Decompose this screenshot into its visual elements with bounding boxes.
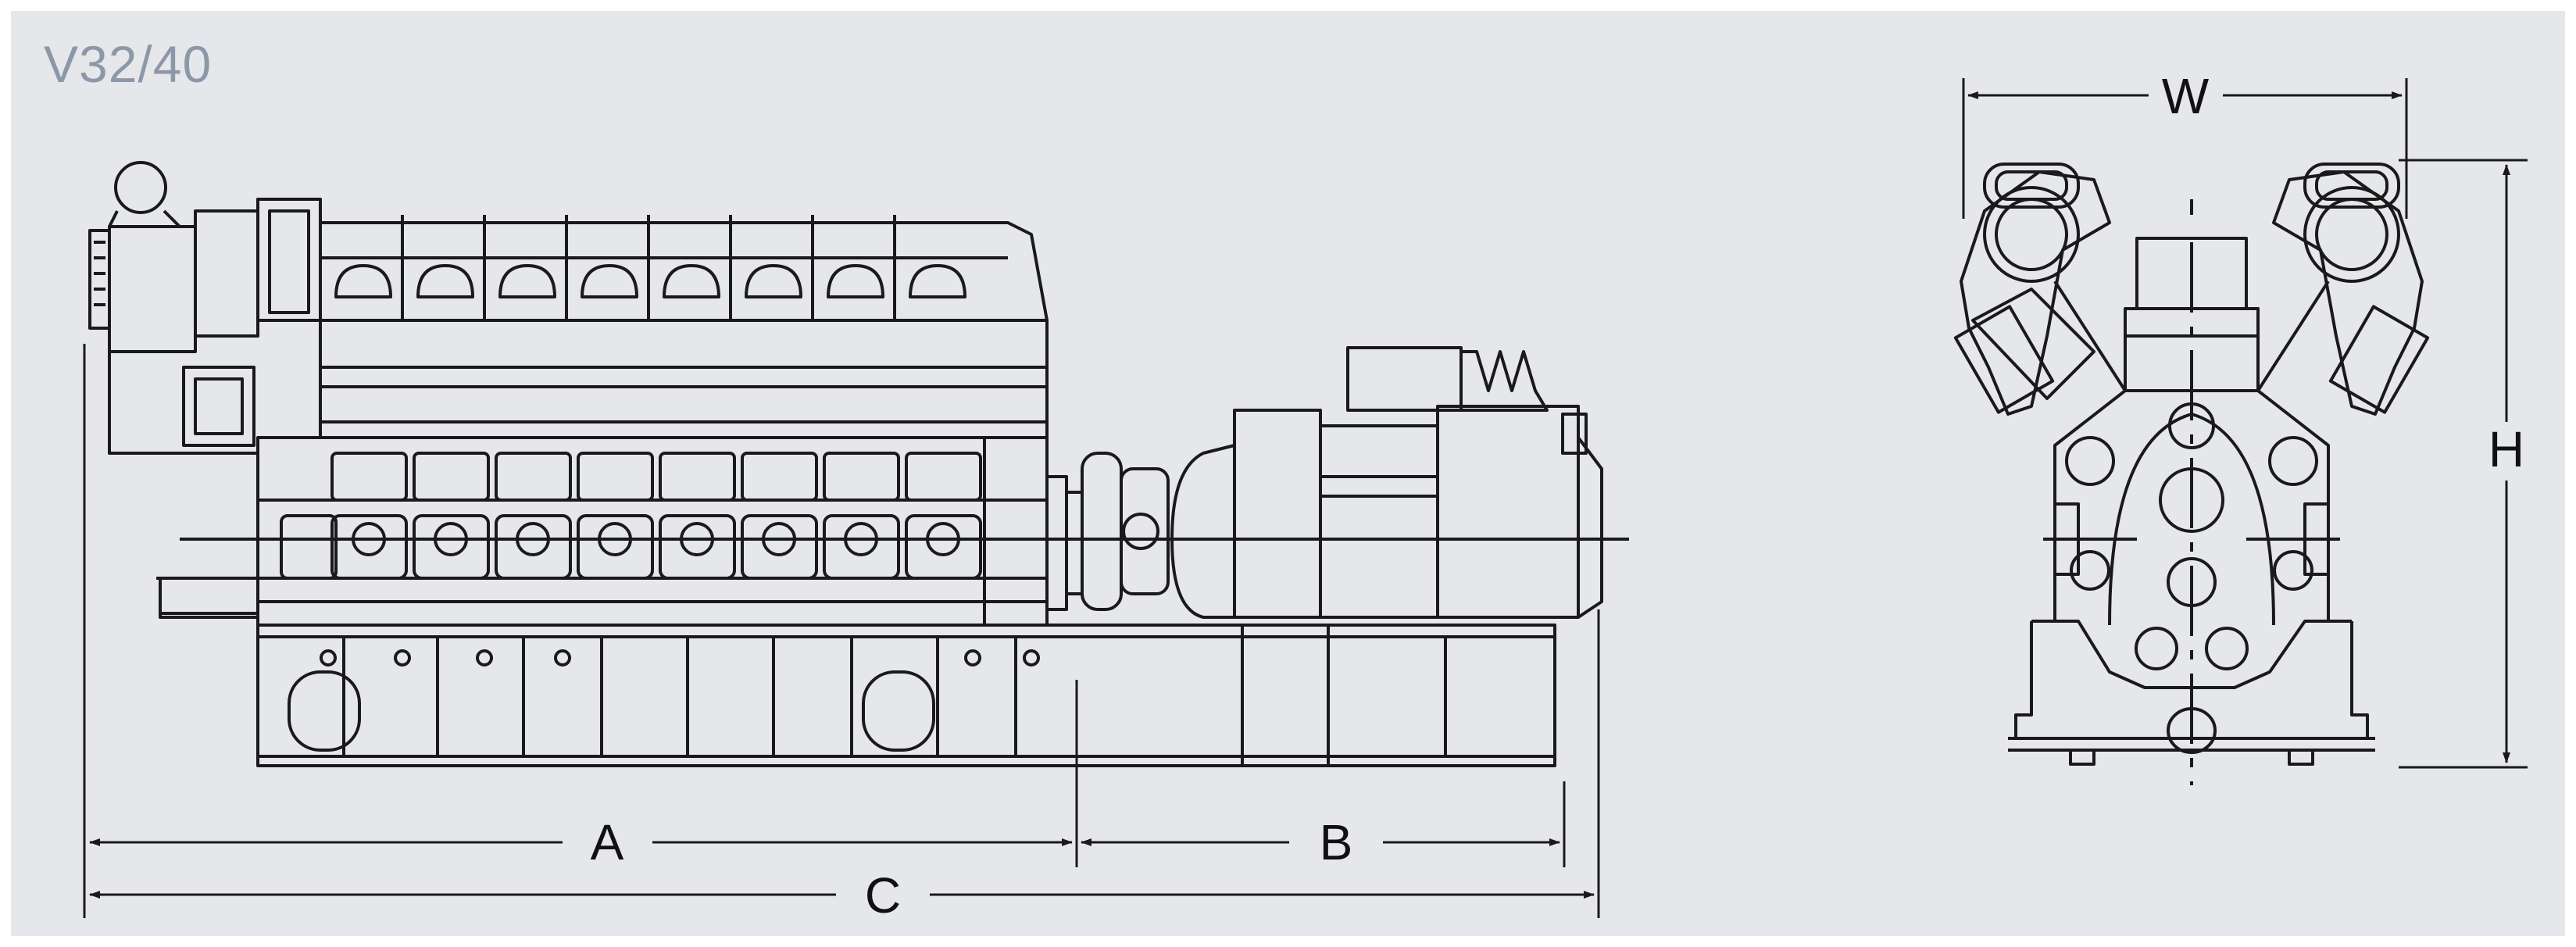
right-bank [2256, 163, 2430, 416]
diagram-frame [11, 11, 2565, 936]
side-view [88, 161, 1629, 767]
generator [1170, 346, 1603, 767]
left-bank [1953, 163, 2127, 416]
front-view [1953, 163, 2430, 785]
dimension-b-label: B [1320, 814, 1353, 870]
crankcase [256, 436, 1049, 627]
cylinder-heads [319, 215, 1049, 321]
side-view-dimensions [83, 344, 1600, 918]
front-view-dimensions [1962, 78, 2528, 769]
turbocharger [88, 161, 322, 619]
dimension-a-label: A [591, 814, 624, 870]
engine-block [319, 319, 1049, 439]
model-label: V32/40 [44, 35, 213, 93]
base-frame [256, 624, 1556, 767]
dimension-c-label: C [865, 867, 901, 924]
dimension-w-label: W [2162, 68, 2210, 124]
coupling [1045, 452, 1170, 611]
dimension-h-label: H [2488, 421, 2524, 477]
